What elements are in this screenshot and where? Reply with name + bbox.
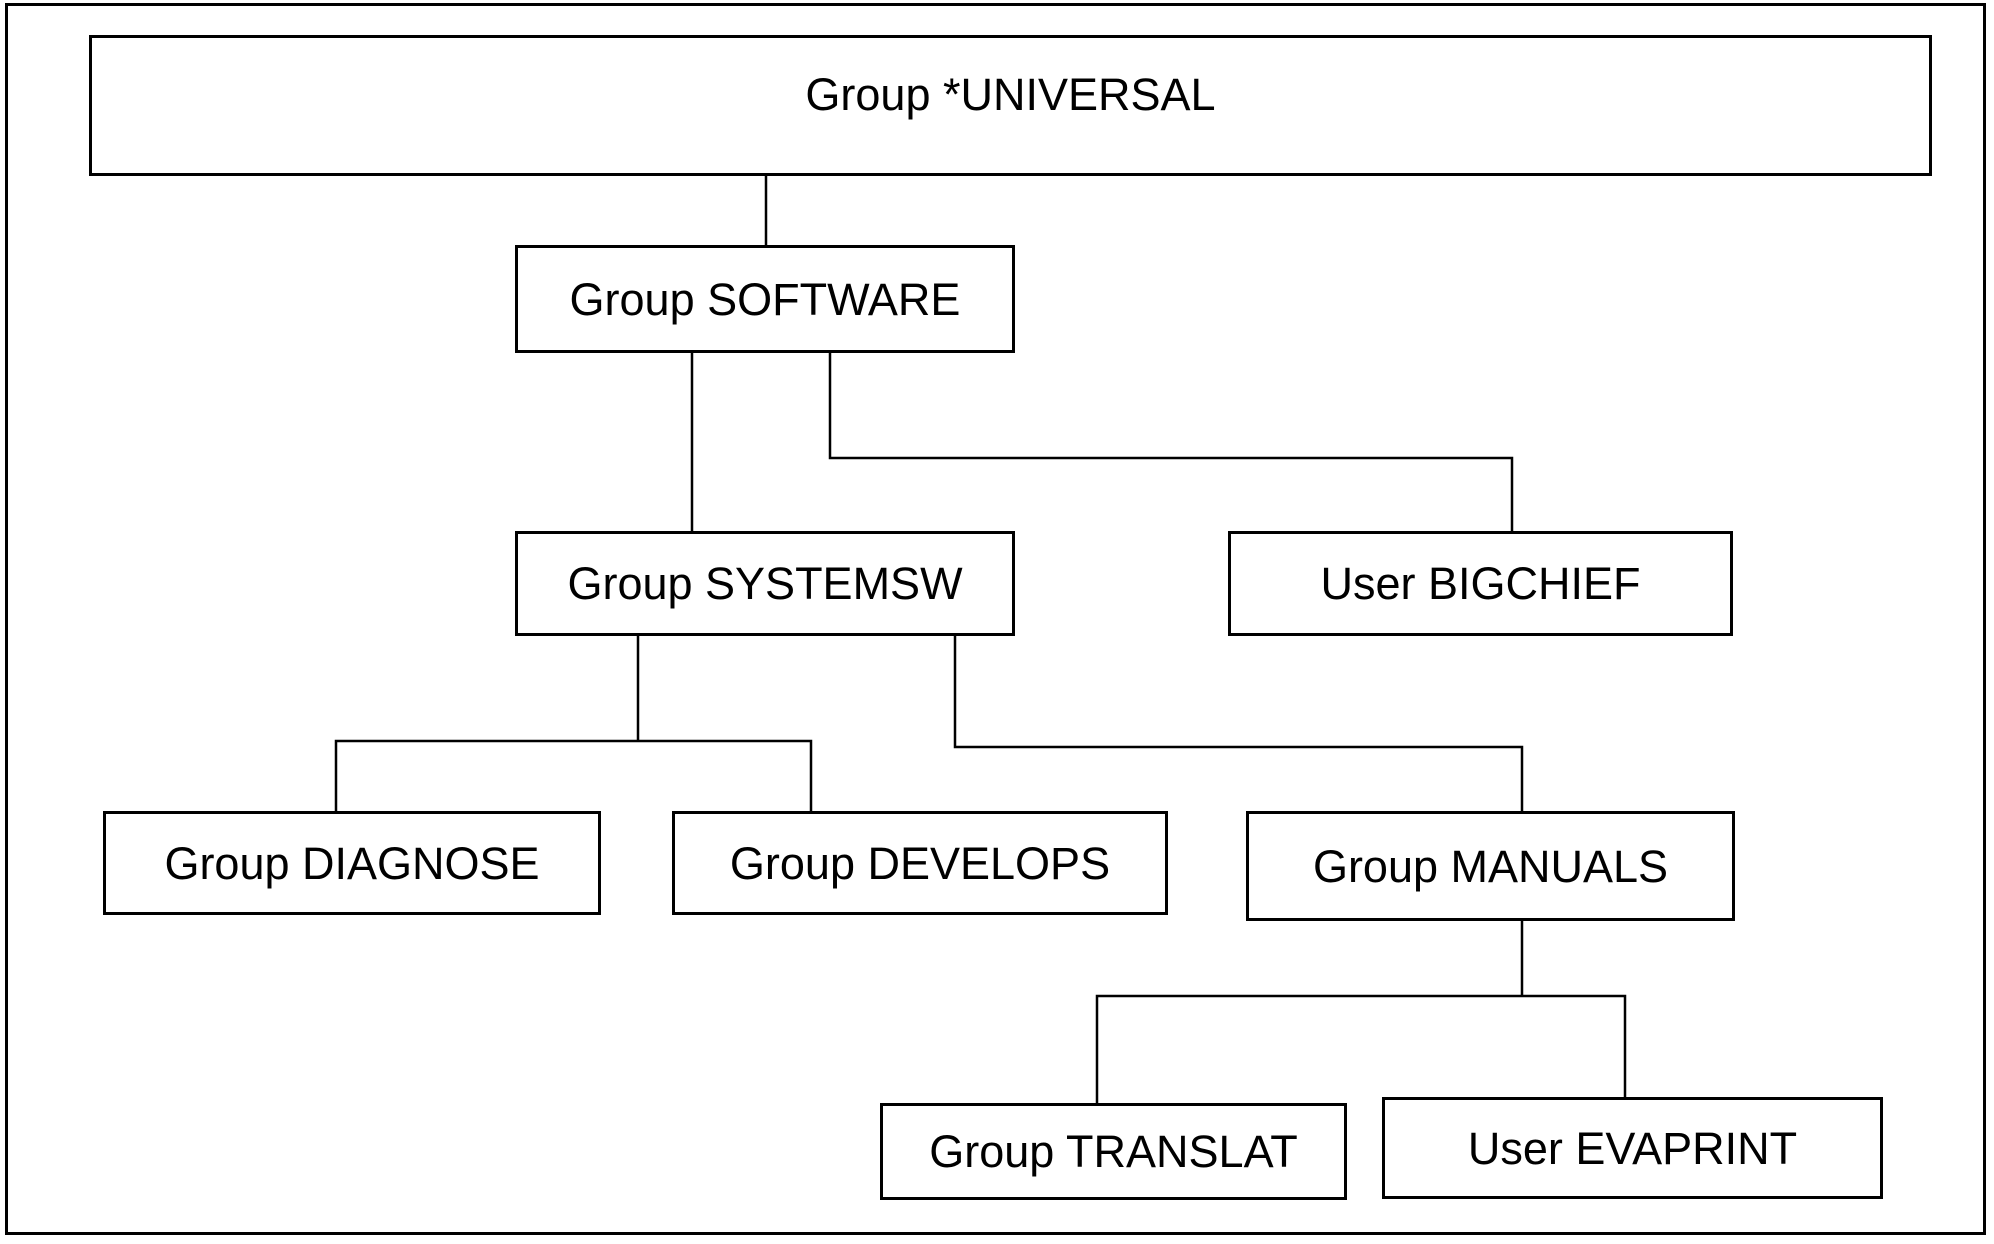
node-label: Group DEVELOPS	[729, 837, 1111, 889]
diagram-border	[5, 3, 1986, 1235]
node-label: Group MANUALS	[1312, 840, 1669, 892]
node-group-translat: Group TRANSLAT	[880, 1103, 1347, 1200]
edge-software-bigchief	[828, 352, 1514, 533]
node-label: Group SYSTEMSW	[567, 558, 963, 609]
node-user-evaprint: User EVAPRINT	[1382, 1097, 1883, 1199]
edge-systemsw-manuals	[953, 634, 1524, 813]
node-label: User EVAPRINT	[1467, 1122, 1798, 1174]
node-label: Group SOFTWARE	[569, 273, 961, 325]
node-group-manuals: Group MANUALS	[1246, 811, 1735, 921]
node-group-develops: Group DEVELOPS	[672, 811, 1168, 915]
node-label: Group *UNIVERSAL	[805, 69, 1216, 120]
node-group-systemsw: Group SYSTEMSW	[515, 531, 1015, 636]
edge-systemsw-diagnose-develops	[334, 739, 813, 813]
node-group-software: Group SOFTWARE	[515, 245, 1015, 353]
edge-manuals-translat-evaprint	[1095, 994, 1627, 1105]
node-user-bigchief: User BIGCHIEF	[1228, 531, 1733, 636]
node-group-diagnose: Group DIAGNOSE	[103, 811, 601, 915]
node-label: User BIGCHIEF	[1320, 558, 1641, 609]
node-label: Group DIAGNOSE	[164, 837, 540, 889]
node-label: Group TRANSLAT	[929, 1126, 1298, 1177]
node-group-universal: Group *UNIVERSAL	[89, 35, 1932, 176]
